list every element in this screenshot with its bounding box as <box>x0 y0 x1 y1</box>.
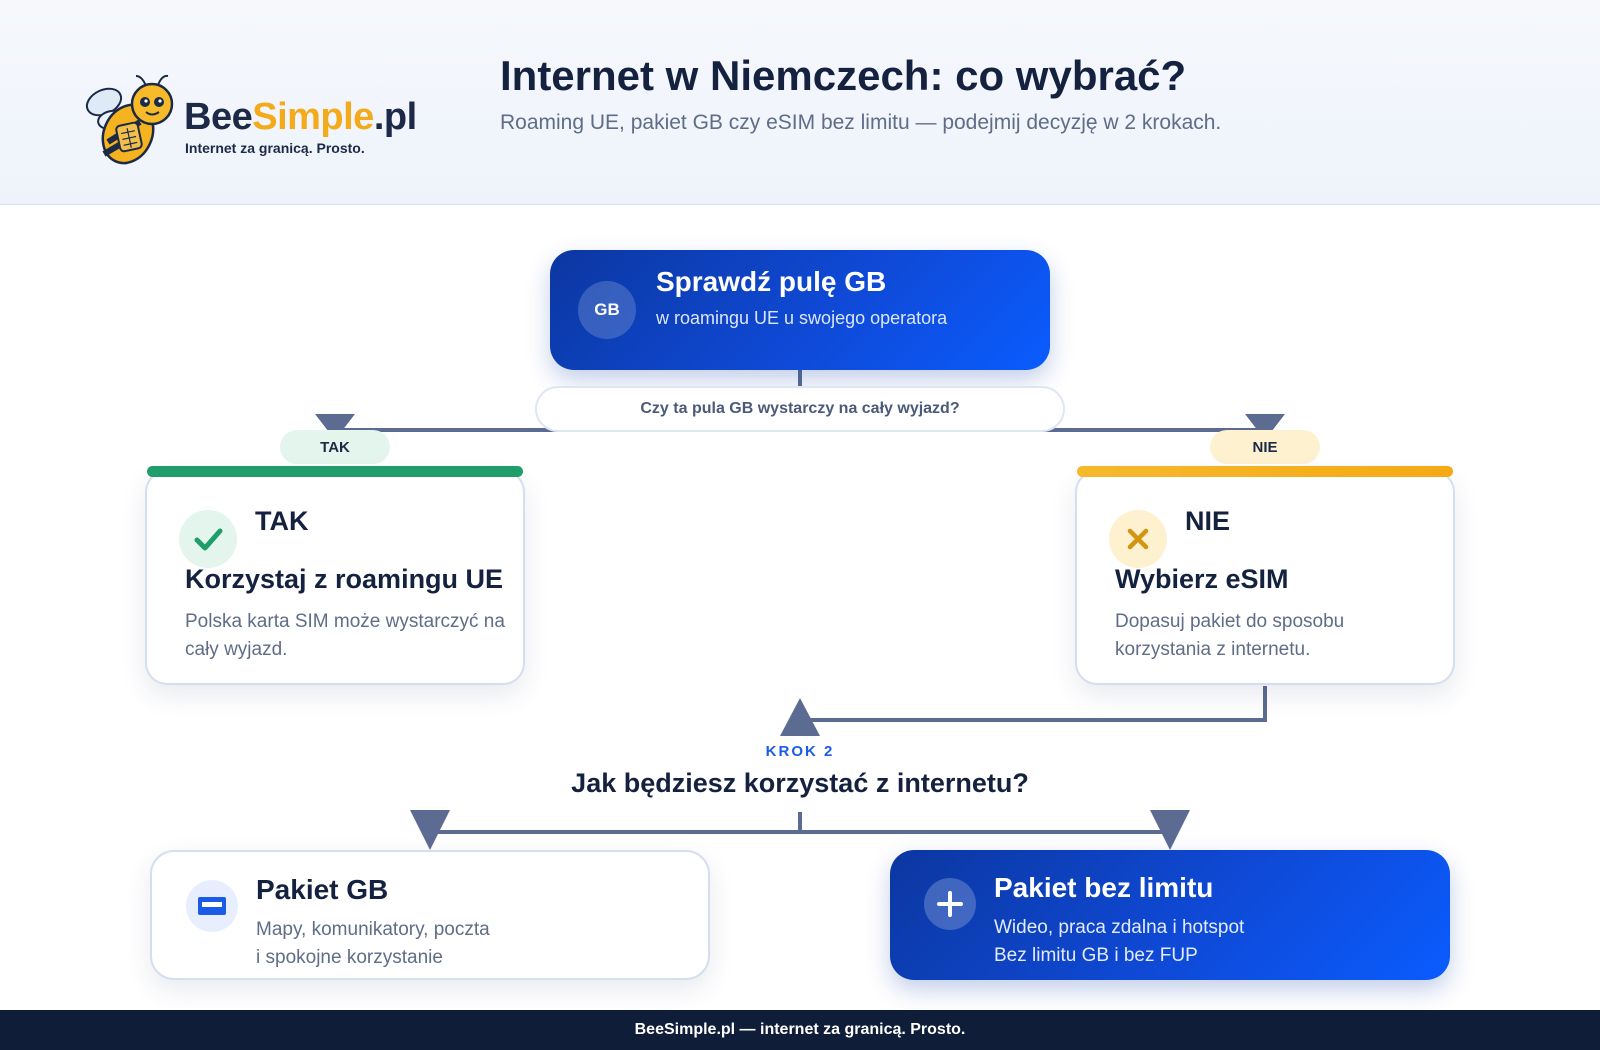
step2-question: Jak będziesz korzystać z internetu? <box>571 768 1029 798</box>
card-yes-accent-bar <box>147 466 523 477</box>
arrow-to-no <box>1245 414 1285 440</box>
arrow-to-gb <box>410 810 450 850</box>
start-title: Sprawdź pulę GB <box>656 266 887 297</box>
brand-wordmark: BeeSimple.pl <box>184 96 417 138</box>
card-no-accent-bar <box>1077 466 1453 477</box>
x-icon <box>1109 510 1167 568</box>
decision-question: Czy ta pula GB wystarczy na cały wyjazd? <box>535 386 1065 432</box>
card-yes-head: TAK <box>255 506 309 536</box>
card-no-head: NIE <box>1185 506 1231 536</box>
gb-icon: GB <box>578 281 636 339</box>
option-unlimited-package[interactable]: Pakiet bez limitu Wideo, praca zdalna i … <box>890 850 1450 980</box>
branch-tag-yes: TAK <box>280 430 390 464</box>
option-gb-title: Pakiet GB <box>256 874 389 905</box>
card-icon <box>186 880 238 932</box>
bee-mascot-icon <box>85 74 174 165</box>
footer: BeeSimple.pl — internet za granicą. Pros… <box>0 1010 1600 1050</box>
card-yes-title: Korzystaj z roamingu UE <box>185 564 504 594</box>
option-unlimited-title: Pakiet bez limitu <box>994 872 1214 903</box>
option-gb-line2: i spokojne korzystanie <box>256 947 443 968</box>
option-gb-package[interactable]: Pakiet GB Mapy, komunikatory, poczta i s… <box>150 850 710 980</box>
option-gb-text: Mapy, komunikatory, poczta i spokojne ko… <box>256 916 490 972</box>
header: BeeSimple.pl Internet za granicą. Prosto… <box>0 0 1600 205</box>
arrow-to-yes <box>315 414 355 440</box>
plus-icon <box>924 878 976 930</box>
check-icon <box>179 510 237 568</box>
card-yes[interactable]: TAK Korzystaj z roamingu UE Polska karta… <box>145 466 525 685</box>
arrow-to-unlimited <box>1150 810 1190 850</box>
card-yes-text: Polska karta SIM może wystarczyć na cały… <box>185 611 505 660</box>
start-subtitle: w roamingu UE u swojego operatora <box>656 308 948 328</box>
start-node[interactable]: GB Sprawdź pulę GB w roamingu UE u swoje… <box>550 250 1050 370</box>
page-title: Internet w Niemczech: co wybrać? <box>500 52 1187 99</box>
brand-logo[interactable]: BeeSimple.pl Internet za granicą. Prosto… <box>82 72 442 172</box>
option-unlimited-line2: Bez limitu GB i bez FUP <box>994 945 1198 966</box>
card-no-title: Wybierz eSIM <box>1115 564 1289 594</box>
card-no-text: Dopasuj pakiet do sposobu korzystania z … <box>1115 611 1345 660</box>
page-subtitle: Roaming UE, pakiet GB czy eSIM bez limit… <box>500 111 1222 134</box>
connector-no-to-step2 <box>800 686 1267 722</box>
arrow-to-step2 <box>780 698 820 736</box>
option-unlimited-line1: Wideo, praca zdalna i hotspot <box>994 917 1245 938</box>
branch-tag-no: NIE <box>1210 430 1320 464</box>
brand-tagline: Internet za granicą. Prosto. <box>185 140 365 156</box>
option-unlimited-text: Wideo, praca zdalna i hotspot Bez limitu… <box>994 914 1244 970</box>
option-gb-line1: Mapy, komunikatory, poczta <box>256 919 490 940</box>
step2-label: KROK 2 <box>765 743 835 760</box>
card-no[interactable]: NIE Wybierz eSIM Dopasuj pakiet do sposo… <box>1075 466 1455 685</box>
